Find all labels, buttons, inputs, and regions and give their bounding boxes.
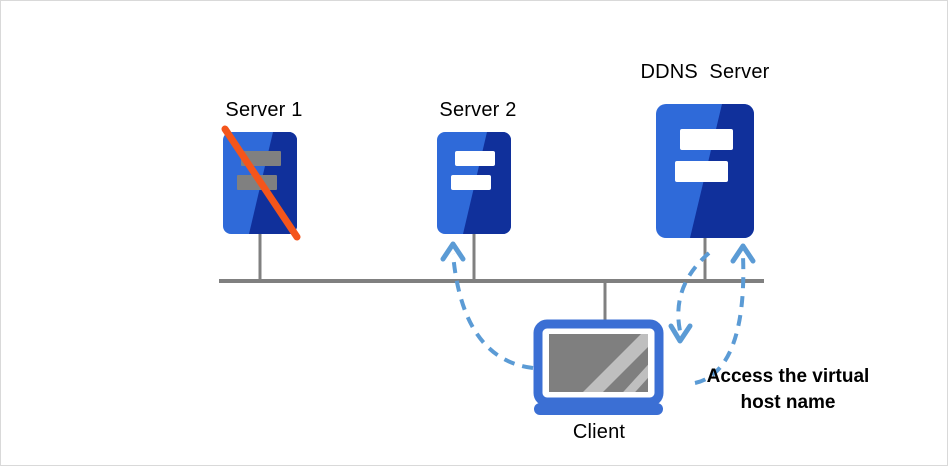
label-server2: Server 2	[439, 99, 517, 121]
node-server2[interactable]	[437, 132, 511, 234]
node-ddns-server[interactable]	[656, 104, 754, 238]
ddns-bar-top	[680, 129, 733, 150]
annotation-access-virtual-host-name: Access the virtual host name	[706, 366, 870, 413]
arrow-ddns-to-client	[676, 251, 711, 332]
arrowhead-ddns-up-icon	[730, 243, 756, 264]
server2-bar-bottom	[451, 175, 491, 190]
flow-arrows-group	[451, 251, 746, 385]
server1-disabled-slash-icon	[221, 125, 301, 241]
arrow-heads-group	[440, 241, 756, 344]
laptop-screen-glare	[583, 334, 648, 392]
arrowhead-client-down-icon	[668, 323, 693, 344]
node-client-laptop[interactable]	[533, 319, 677, 415]
label-client: Client	[572, 421, 626, 443]
arrow-client-to-server2	[451, 253, 534, 370]
label-ddns-server: DDNS Server	[640, 61, 770, 83]
laptop-base	[534, 403, 663, 415]
arrowhead-server2-up-icon	[440, 241, 466, 262]
ddns-bar-bottom	[675, 161, 728, 182]
label-server1: Server 1	[225, 99, 303, 121]
server2-bar-top	[455, 151, 495, 166]
arrow-client-to-ddns	[694, 255, 746, 385]
node-server1[interactable]	[221, 125, 301, 241]
laptop-frame	[533, 319, 664, 407]
network-bus-group	[219, 234, 764, 326]
